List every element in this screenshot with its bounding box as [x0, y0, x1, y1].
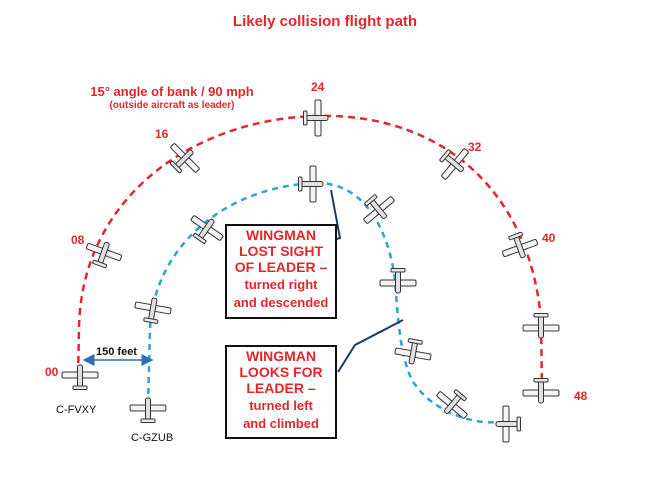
wingman-aircraft-icon — [132, 294, 173, 326]
callout-looks-line3: LEADER – — [246, 380, 316, 396]
wingman-aircraft-icon — [298, 165, 324, 203]
diagram-subtitle: 15° angle of bank / 90 mph — [90, 84, 254, 99]
callout-looks-line2: LOOKS FOR — [239, 364, 323, 380]
diagram-title: Likely collision flight path — [232, 13, 418, 30]
path-label-32: 32 — [468, 140, 482, 154]
wingman-flight-path — [146, 181, 501, 424]
callout-lost-sight: WINGMAN LOST SIGHT OF LEADER – turned ri… — [225, 224, 337, 319]
wingman-aircraft-icon — [393, 336, 434, 368]
path-label-16: 16 — [155, 127, 169, 141]
path-label-40: 40 — [542, 231, 556, 245]
leader-aircraft-icon — [497, 227, 541, 265]
wingman-aircraft-icon — [183, 208, 228, 251]
wingman-aircraft-icon — [431, 381, 476, 425]
wingman-callsign: C-GZUB — [131, 432, 174, 444]
wingman-aircraft-icon — [129, 397, 167, 423]
callout-looks-pointer — [337, 319, 404, 373]
wingman-aircraft-icon — [379, 268, 417, 294]
callout-lost-line5: and descended — [233, 295, 329, 310]
callout-lost-line4: turned right — [244, 277, 318, 292]
leader-aircraft-icon — [522, 313, 560, 339]
leader-aircraft-icon — [522, 378, 560, 404]
callout-looks-line5: and climbed — [243, 416, 319, 431]
path-label-08: 08 — [71, 233, 85, 247]
callout-looks-line4: turned left — [249, 398, 313, 413]
callout-lost-line3: OF LEADER – — [234, 259, 328, 275]
separation-label: 150 feet — [96, 346, 137, 358]
path-label-24: 24 — [311, 80, 325, 94]
path-label-48: 48 — [574, 389, 588, 403]
leader-aircraft-icon — [61, 364, 99, 390]
leader-callsign: C-FVXY — [56, 404, 97, 416]
callout-looks-for-leader: WINGMAN LOOKS FOR LEADER – turned left a… — [225, 345, 337, 439]
diagram-subtitle-note: (outside aircraft as leader) — [109, 100, 235, 111]
callout-looks-line1: WINGMAN — [246, 348, 316, 364]
callout-lost-line1: WINGMAN — [246, 227, 316, 243]
callout-lost-line2: LOST SIGHT — [239, 243, 323, 259]
leader-aircraft-icon — [303, 99, 329, 137]
path-label-00: 00 — [45, 365, 59, 379]
wingman-aircraft-icon — [495, 405, 521, 443]
